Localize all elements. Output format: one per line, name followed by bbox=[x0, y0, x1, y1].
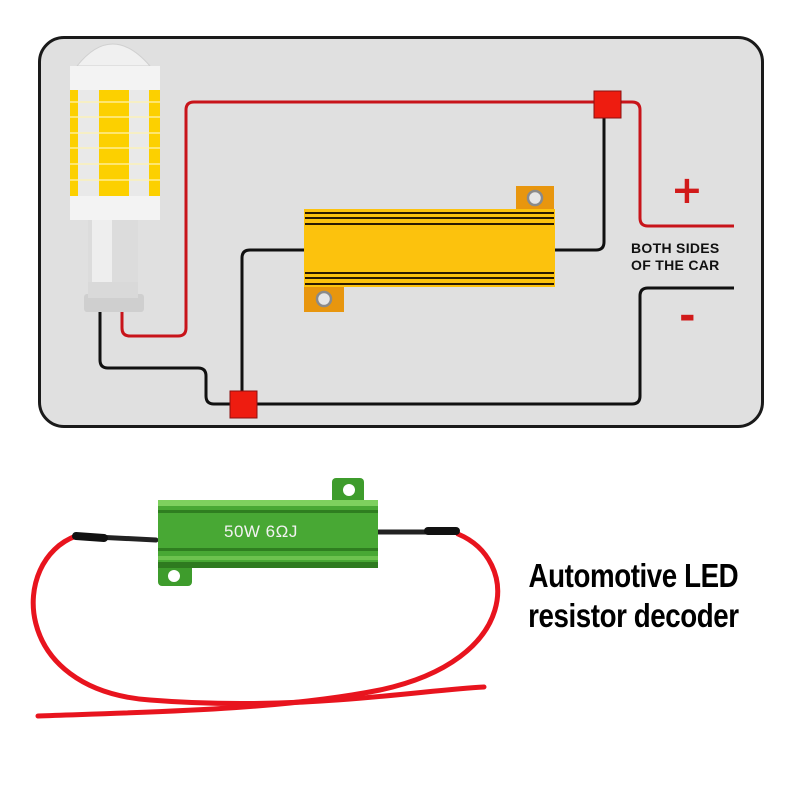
diagram-resistor-icon bbox=[304, 186, 555, 312]
negative-wire-bulb bbox=[98, 312, 244, 406]
positive-wire-bulb bbox=[120, 100, 606, 338]
junction-positive bbox=[593, 90, 622, 119]
product-wire-right bbox=[35, 531, 501, 719]
negative-wire-ground bbox=[244, 286, 734, 406]
product-resistor-icon bbox=[158, 478, 378, 586]
negative-terminal-symbol: - bbox=[679, 293, 696, 339]
resistor-marking: 50W 6ΩJ bbox=[224, 522, 298, 541]
resistor-to-junction-wire bbox=[554, 104, 606, 252]
supply-label-line2: OF THE CAR bbox=[631, 257, 720, 273]
product-wire-left bbox=[30, 533, 487, 707]
positive-terminal-symbol: + bbox=[671, 168, 703, 212]
supply-label-line1: BOTH SIDES bbox=[631, 240, 720, 256]
positive-wire-supply bbox=[606, 100, 734, 228]
led-bulb-icon bbox=[70, 43, 160, 312]
junction-negative bbox=[229, 390, 258, 419]
product-title-line1: Automotive LED bbox=[528, 557, 739, 594]
product-wires bbox=[30, 527, 501, 719]
product-title-line2: resistor decoder bbox=[528, 597, 739, 634]
supply-label: BOTH SIDES OF THE CAR bbox=[631, 240, 720, 274]
product-title: Automotive LED resistor decoder bbox=[520, 556, 747, 636]
negative-wire-resistor bbox=[240, 248, 306, 404]
